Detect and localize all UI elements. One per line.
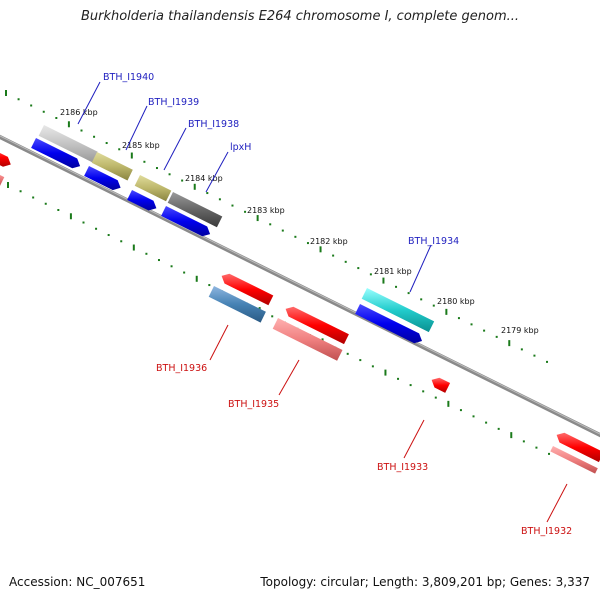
scale-label-2180: 2180 kbp [437, 297, 475, 306]
gene-bth-i1933-reverse[interactable] [431, 377, 451, 393]
gene-label-bth-i1939[interactable]: BTH_I1939 [148, 97, 199, 108]
accession-text: Accession: NC_007651 [9, 575, 146, 589]
leader-bth-i1939 [125, 105, 148, 151]
gene-bth-i1932-feature[interactable] [550, 446, 598, 474]
gene-partial-left-a[interactable] [0, 148, 11, 167]
gene-bth-i1940-feature[interactable] [38, 125, 98, 163]
scale-label-2179: 2179 kbp [501, 326, 539, 335]
leader-bth-i1933 [403, 419, 425, 459]
gene-label-bth-i1934[interactable]: BTH_I1934 [408, 236, 459, 247]
gene-bth-i1932-reverse[interactable] [556, 432, 600, 463]
gene-label-bth-i1935[interactable]: BTH_I1935 [228, 399, 279, 410]
gene-bth-i1935-reverse[interactable] [285, 306, 349, 345]
chromosome-backbone [0, 134, 600, 438]
leader-bth-i1938 [163, 127, 187, 171]
gene-partial-left-b[interactable] [0, 170, 5, 186]
gene-lpxh-strand[interactable] [161, 206, 211, 237]
leader-bth-i1936 [209, 324, 229, 361]
gene-bth-i1934-strand[interactable] [355, 304, 422, 344]
gene-bth-i1935-feature[interactable] [272, 318, 343, 361]
leader-bth-i1935 [278, 359, 300, 396]
scale-label-2185: 2185 kbp [122, 141, 160, 150]
gene-bth-i1938-feature[interactable] [134, 175, 172, 202]
gene-label-bth-i1932[interactable]: BTH_I1932 [521, 526, 572, 537]
scale-label-2183: 2183 kbp [247, 206, 285, 215]
scale-label-2186: 2186 kbp [60, 108, 98, 117]
gene-label-bth-i1933[interactable]: BTH_I1933 [377, 462, 428, 473]
gene-lpxh-feature[interactable] [167, 192, 223, 228]
leader-lpxh [205, 151, 229, 193]
gene-label-bth-i1938[interactable]: BTH_I1938 [188, 119, 239, 130]
gene-label-bth-i1940[interactable]: BTH_I1940 [103, 72, 154, 83]
scale-label-2184: 2184 kbp [185, 174, 223, 183]
leader-bth-i1940 [77, 81, 101, 125]
leader-bth-i1932 [546, 483, 568, 523]
scale-ticks-upper [5, 90, 549, 363]
gene-bth-i1938-strand[interactable] [127, 190, 157, 211]
map-title: Burkholderia thailandensis E264 chromoso… [80, 9, 520, 24]
gene-bth-i1936-reverse[interactable] [221, 273, 274, 306]
scale-label-2182: 2182 kbp [310, 237, 348, 246]
topology-text: Topology: circular; Length: 3,809,201 bp… [260, 575, 590, 589]
gene-label-bth-i1936[interactable]: BTH_I1936 [156, 363, 207, 374]
leader-bth-i1934 [409, 244, 432, 293]
gene-bth-i1934-feature[interactable] [361, 288, 435, 333]
gene-bth-i1940-strand[interactable] [31, 138, 81, 169]
gene-bth-i1939-strand[interactable] [84, 166, 121, 191]
gene-bth-i1939-feature[interactable] [91, 152, 133, 181]
scale-label-2181: 2181 kbp [374, 267, 412, 276]
gene-label-lpxh[interactable]: lpxH [230, 142, 251, 153]
gene-bth-i1936-feature[interactable] [208, 286, 266, 323]
